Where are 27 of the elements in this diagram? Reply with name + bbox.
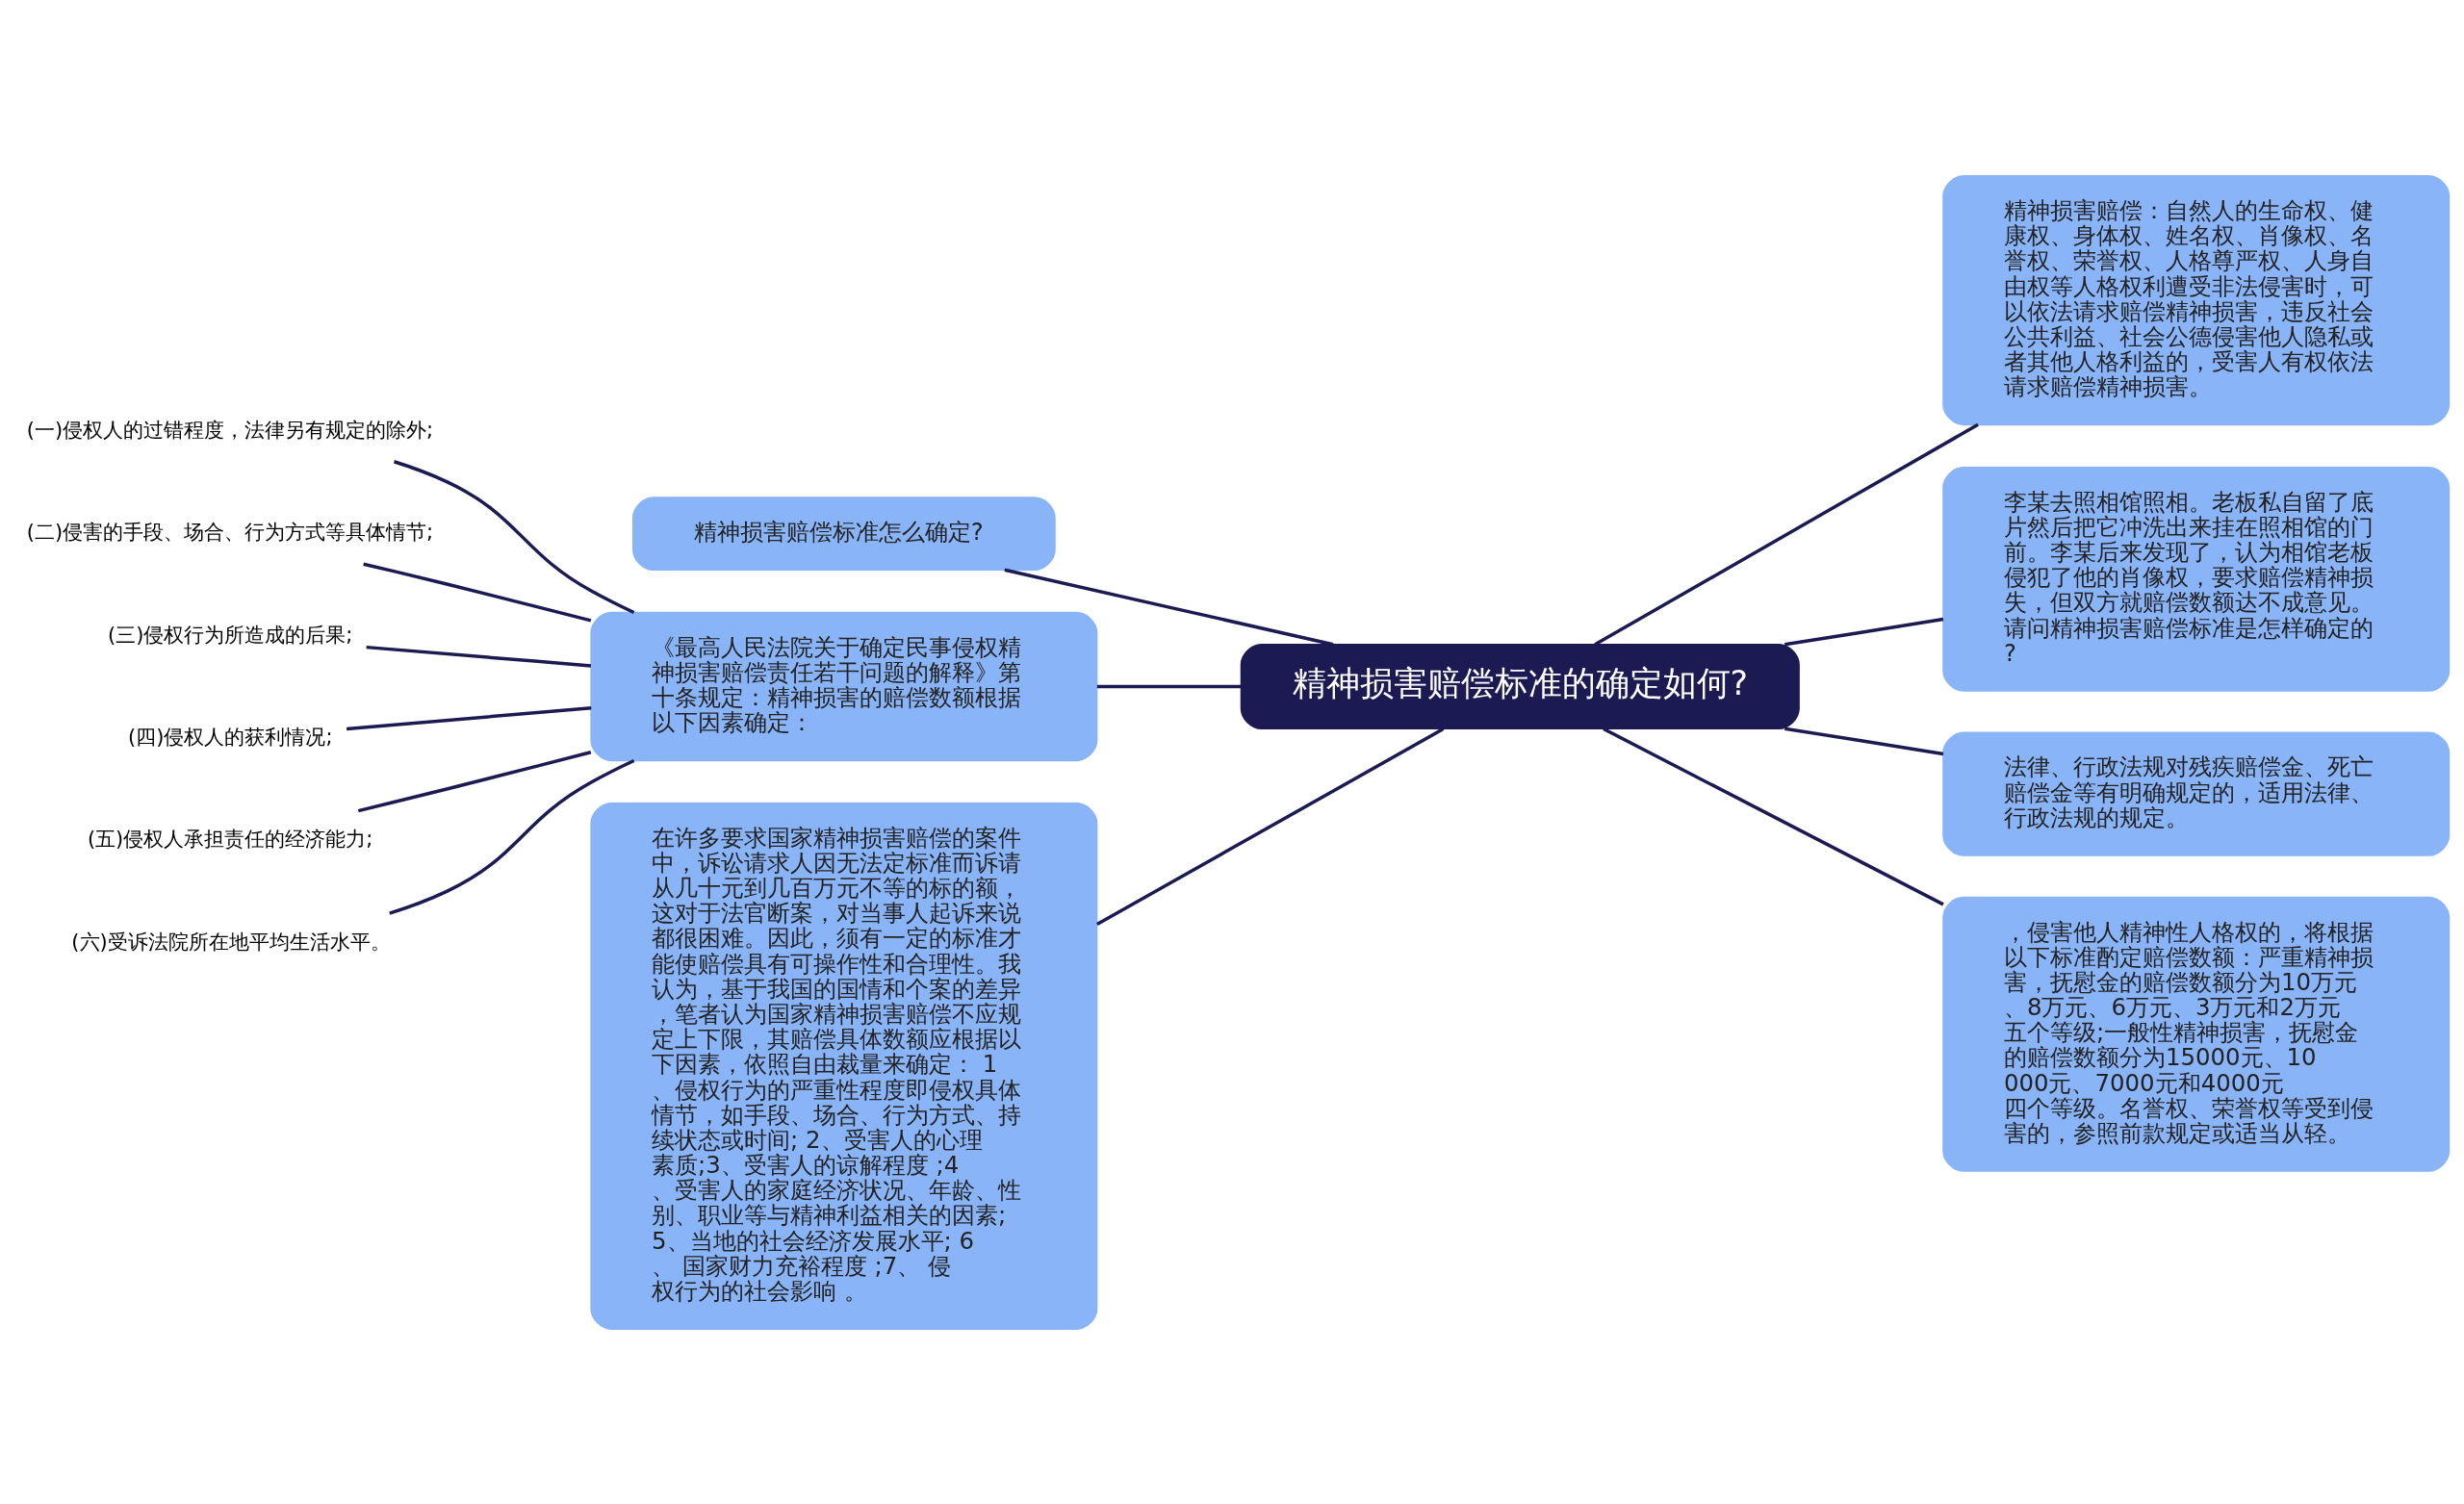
connector [1096, 684, 1242, 688]
node-box: 精神损害赔偿：自然人的生命权、健康权、身体权、姓名权、肖像权、名誉权、荣誉权、人格尊严权、人身自由权等人格权利遭受非法侵害时，可以依法请求赔偿精神损害，违反社会公共利益、社会公德侵害他人隐私或者其他人格利益的，受害人有权依法请求赔偿精神损害。 [1942, 174, 2451, 425]
connector [1004, 568, 1334, 646]
node-box: 《最高人民法院关于确定民事侵权精神损害赔偿责任若干问题的解释》第十条规定：精神损害的赔偿数额根据以下因素确定： [590, 611, 1098, 761]
node-text: (五)侵权人承担责任的经济能力; [87, 827, 373, 851]
connector [1594, 422, 1979, 646]
connector [393, 459, 635, 614]
node-box: 精神损害赔偿标准怎么确定? [632, 496, 1056, 571]
connector [389, 758, 635, 915]
connector [1603, 727, 1944, 905]
connector [1784, 726, 1944, 755]
connector [346, 705, 592, 730]
node-text: (三)侵权行为所造成的后果; [108, 623, 353, 647]
node-text: (一)侵权人的过错程度，法律另有规定的除外; [26, 418, 434, 442]
node-text: (六)受诉法院所在地平均生活水平。 [71, 930, 391, 954]
connector [363, 562, 592, 623]
node-box: ，侵害他人精神性人格权的，将根据以下标准酌定赔偿数额：严重精神损害，抚慰金的赔偿数额分为10万元、8万元、6万元、3万元和2万元五个等级;一般性精神损害，抚慰金的赔偿数额分为15000元、10000元、7000元和4000元四个等级。名誉权、荣誉权等受到侵害的，参照前款规定或适当从轻。 [1942, 896, 2451, 1172]
connector [1096, 727, 1445, 926]
connector [357, 750, 592, 812]
connector [366, 645, 592, 668]
connector [1784, 617, 1944, 647]
node-box: 在许多要求国家精神损害赔偿的案件中，诉讼请求人因无法定标准而诉请从几十元到几百万元不等的标的额，这对于法官断案，对当事人起诉来说都很困难。因此，须有一定的标准才能使赔偿具有可操作性和合理性。我认为，基于我国的国情和个案的差异，笔者认为国家精神损害赔偿不应规定上下限，其赔偿具体数额应根据以下因素，依照自由裁量来确定： 1、侵权行为的严重性程度即侵权具体情节，如手段、场合、行为方式、持续状态或时间; 2、受害人的心理素质;3、受害人的谅解程度 ;4、受害人的家庭经济状况、年龄、性别、职业等与精神利益相关的因素;5、当地的社会经济发展水平; 6、 国家财力充裕程度 ;7、 侵权行为的社会影响 。 [590, 802, 1098, 1330]
node-text: (二)侵害的手段、场合、行为方式等具体情节; [26, 520, 434, 544]
node-text: (四)侵权人的获利情况; [128, 725, 333, 749]
node-box: 法律、行政法规对残疾赔偿金、死亡赔偿金等有明确规定的，适用法律、行政法规的规定。 [1942, 731, 2451, 856]
node-box: 李某去照相馆照相。老板私自留了底片然后把它冲洗出来挂在照相馆的门前。李某后来发现了，认为相馆老板侵犯了他的肖像权，要求赔偿精神损失，但双方就赔偿数额达不成意见。请问精神损害赔偿标准是怎样确定的? [1942, 466, 2451, 692]
node-box: 精神损害赔偿标准的确定如何? [1240, 643, 1800, 729]
